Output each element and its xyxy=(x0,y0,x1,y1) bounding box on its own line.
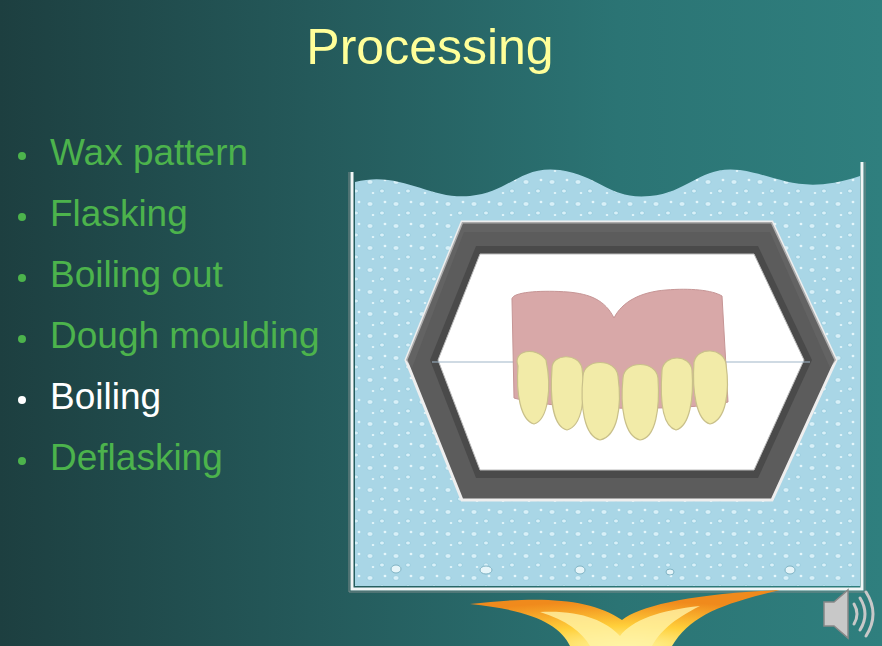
bullet-dot xyxy=(18,274,26,282)
bullet-dot xyxy=(18,213,26,221)
slide-title: Processing xyxy=(0,18,860,76)
bullet-dot xyxy=(18,152,26,160)
bullet-item: Boiling out xyxy=(50,254,223,296)
bullet-item: Boiling xyxy=(50,376,161,418)
bullet-item: Wax pattern xyxy=(50,132,248,174)
bullet-item: Dough moulding xyxy=(50,315,319,357)
bullet-dot xyxy=(18,335,26,343)
bullet-dot xyxy=(18,457,26,465)
bullet-item: Deflasking xyxy=(50,437,223,479)
bullet-item: Flasking xyxy=(50,193,188,235)
bullet-dot xyxy=(18,396,26,404)
